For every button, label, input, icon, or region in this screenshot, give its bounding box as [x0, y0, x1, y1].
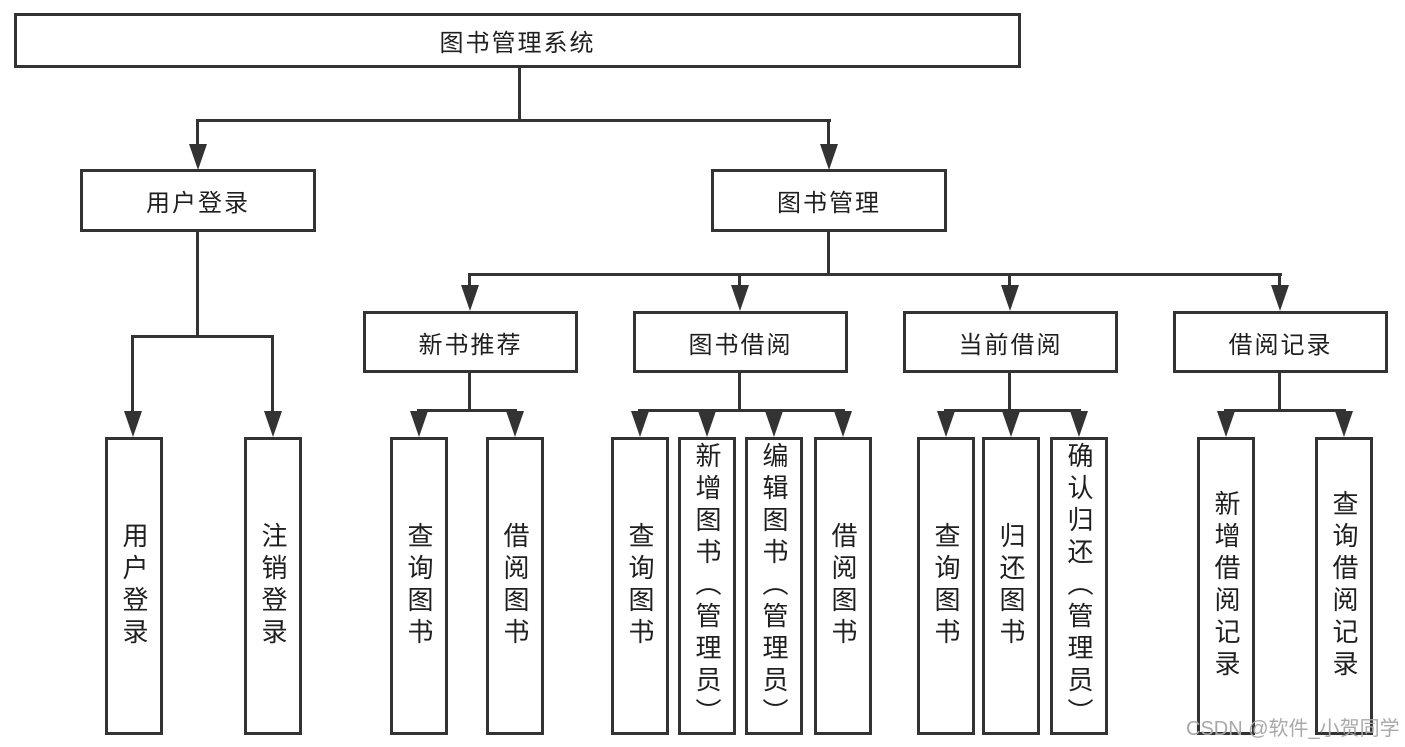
arrow-down-icon: [631, 411, 649, 437]
connector-root-horizontal: [196, 119, 831, 122]
arrow-down-icon: [698, 411, 716, 437]
node-current-borrowing-label: 当前借阅: [958, 331, 1063, 359]
leaf-query-books-2: 查询图书: [611, 437, 669, 735]
connector-leaf-user-login-stem: [131, 335, 134, 413]
arrow-down-icon: [820, 144, 838, 170]
leaf-query-books-1: 查询图书: [390, 437, 448, 735]
leaf-query-borrow-record-label: 查询借阅记录: [1329, 490, 1359, 682]
connector-leaf-logout-stem: [271, 335, 274, 413]
leaf-query-books-3-label: 查询图书: [931, 522, 961, 650]
leaf-add-books-admin-label: 新增图书（管理员）: [692, 442, 722, 730]
leaf-confirm-return-admin-label: 确认归还（管理员）: [1064, 442, 1094, 730]
node-book-borrowing-label: 图书借阅: [688, 331, 793, 359]
node-user-login: 用户登录: [80, 169, 316, 232]
leaf-borrow-books-2: 借阅图书: [814, 437, 872, 735]
connector-new-book-horizontal: [417, 409, 517, 412]
connector-current-borrow-horizontal: [944, 409, 1081, 412]
leaf-confirm-return-admin: 确认归还（管理员）: [1050, 437, 1108, 735]
node-new-book-recommend-label: 新书推荐: [418, 331, 523, 359]
arrow-down-icon: [189, 144, 207, 170]
leaf-logout: 注销登录: [244, 437, 302, 735]
node-library-system: 图书管理系统: [14, 13, 1021, 68]
leaf-query-books-2-label: 查询图书: [625, 522, 655, 650]
connector-book-borrow-horizontal: [638, 409, 845, 412]
leaf-user-login: 用户登录: [105, 437, 163, 735]
leaf-borrow-books-2-label: 借阅图书: [828, 522, 858, 650]
connector-user-login-vertical: [196, 232, 199, 336]
arrow-down-icon: [506, 411, 524, 437]
leaf-edit-books-admin-label: 编辑图书（管理员）: [759, 442, 789, 730]
node-book-management-label: 图书管理: [777, 190, 881, 217]
connector-current-borrow-vertical: [1008, 373, 1011, 411]
leaf-query-books-3: 查询图书: [917, 437, 975, 735]
arrow-down-icon: [1070, 411, 1088, 437]
connector-new-book-stem: [468, 273, 471, 289]
node-borrowing-records: 借阅记录: [1173, 311, 1388, 373]
arrow-down-icon: [1335, 411, 1353, 437]
arrow-down-icon: [765, 411, 783, 437]
leaf-query-borrow-record: 查询借阅记录: [1315, 437, 1373, 735]
arrow-down-icon: [264, 411, 282, 437]
connector-book-borrow-stem: [738, 273, 741, 289]
leaf-add-books-admin: 新增图书（管理员）: [678, 437, 736, 735]
arrow-down-icon: [1001, 285, 1019, 311]
leaf-logout-label: 注销登录: [258, 522, 288, 650]
connector-borrow-records-vertical: [1278, 373, 1281, 411]
arrow-down-icon: [937, 411, 955, 437]
connector-book-mgmt-stem: [827, 119, 830, 149]
node-book-borrowing: 图书借阅: [633, 311, 848, 373]
arrow-down-icon: [1271, 285, 1289, 311]
node-library-system-label: 图书管理系统: [439, 30, 596, 57]
arrow-down-icon: [1217, 411, 1235, 437]
leaf-borrow-books-1: 借阅图书: [486, 437, 544, 735]
node-new-book-recommend: 新书推荐: [363, 311, 578, 373]
node-borrowing-records-label: 借阅记录: [1228, 331, 1333, 359]
leaf-query-books-1-label: 查询图书: [404, 522, 434, 650]
arrow-down-icon: [731, 285, 749, 311]
leaf-borrow-books-1-label: 借阅图书: [500, 522, 530, 650]
arrow-down-icon: [1002, 411, 1020, 437]
leaf-edit-books-admin: 编辑图书（管理员）: [745, 437, 803, 735]
connector-book-borrow-vertical: [738, 373, 741, 411]
connector-root-vertical: [518, 68, 521, 121]
leaf-return-books: 归还图书: [982, 437, 1040, 735]
arrow-down-icon: [410, 411, 428, 437]
leaf-add-borrow-record: 新增借阅记录: [1197, 437, 1255, 735]
node-current-borrowing: 当前借阅: [903, 311, 1118, 373]
csdn-watermark: CSDN @软件_小贺同学: [1186, 718, 1400, 740]
leaf-user-login-label: 用户登录: [119, 522, 149, 650]
connector-user-login-horizontal: [131, 335, 274, 338]
leaf-add-borrow-record-label: 新增借阅记录: [1211, 490, 1241, 682]
connector-borrow-records-stem: [1278, 273, 1281, 289]
connector-current-borrow-stem: [1008, 273, 1011, 289]
connector-borrow-records-horizontal: [1224, 409, 1346, 412]
connector-new-book-vertical: [468, 373, 471, 411]
arrow-down-icon: [834, 411, 852, 437]
node-book-management: 图书管理: [711, 169, 947, 232]
connector-book-mgmt-horizontal: [468, 273, 1282, 276]
connector-user-login-stem: [196, 119, 199, 149]
arrow-down-icon: [124, 411, 142, 437]
arrow-down-icon: [461, 285, 479, 311]
connector-book-mgmt-vertical: [827, 232, 830, 275]
node-user-login-label: 用户登录: [146, 190, 250, 217]
leaf-return-books-label: 归还图书: [996, 522, 1026, 650]
